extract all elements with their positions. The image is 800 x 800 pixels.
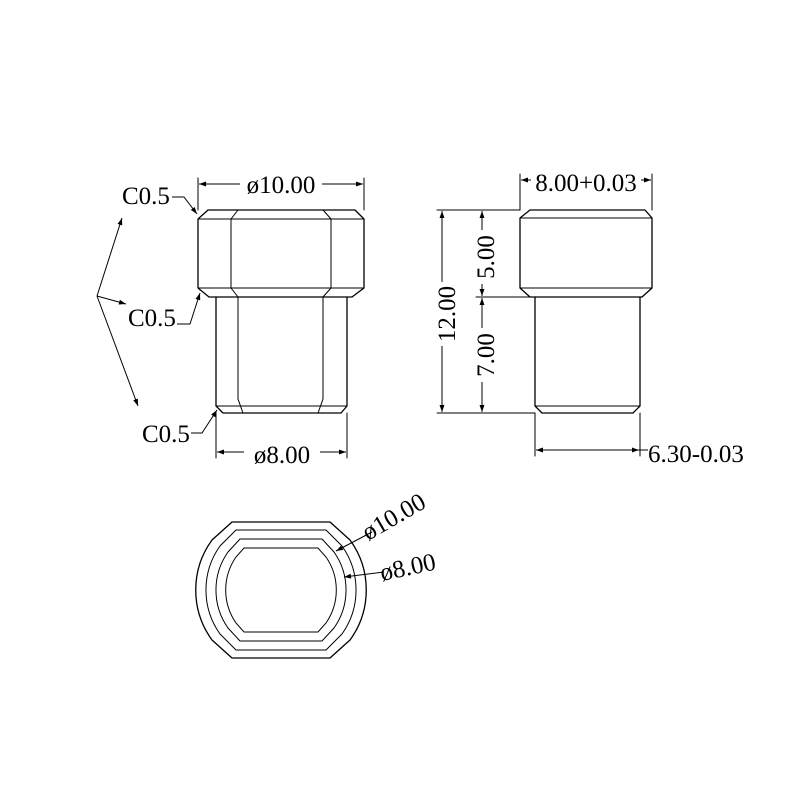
chamfer-middle-label: C0.5 [128, 305, 176, 332]
chamfer-top-label: C0.5 [122, 183, 170, 210]
total-height-label: 12.00 [434, 286, 461, 342]
side-shank-outline [534, 296, 641, 414]
outer-chamfer-contour [205, 529, 357, 651]
head-facet-right [322, 209, 332, 298]
head-width-label: 8.00+0.03 [535, 170, 637, 197]
shank-outline [215, 296, 348, 414]
bottom-outer-diameter-label: ø10.00 [358, 488, 431, 546]
shank-facet-right [317, 296, 324, 414]
inner-contour [225, 547, 337, 633]
side-head-outline [519, 209, 653, 298]
outer-profile [195, 521, 367, 659]
bottom-inner-diameter-label: ø8.00 [378, 549, 439, 587]
shank-diameter-label: ø8.00 [254, 442, 310, 469]
head-facet-left [230, 209, 239, 298]
shank-width-label: 6.30-0.03 [648, 441, 744, 468]
front-view: ø10.00 ø8.00 C0.5 C0.5 C0.5 [96, 168, 365, 469]
side-view: 8.00+0.03 6.30-0.03 12.00 5.00 7.00 [430, 166, 744, 468]
shank-facet-left [237, 296, 244, 414]
head-diameter-label: ø10.00 [247, 172, 316, 199]
bottom-view: ø10.00 ø8.00 [195, 488, 439, 659]
head-height-label: 5.00 [473, 235, 500, 279]
shank-contour [215, 538, 347, 642]
chamfer-bottom-label: C0.5 [142, 421, 190, 448]
chamfer-leader-fan [96, 217, 139, 407]
shank-height-label: 7.00 [473, 333, 500, 377]
head-outline [197, 209, 365, 298]
